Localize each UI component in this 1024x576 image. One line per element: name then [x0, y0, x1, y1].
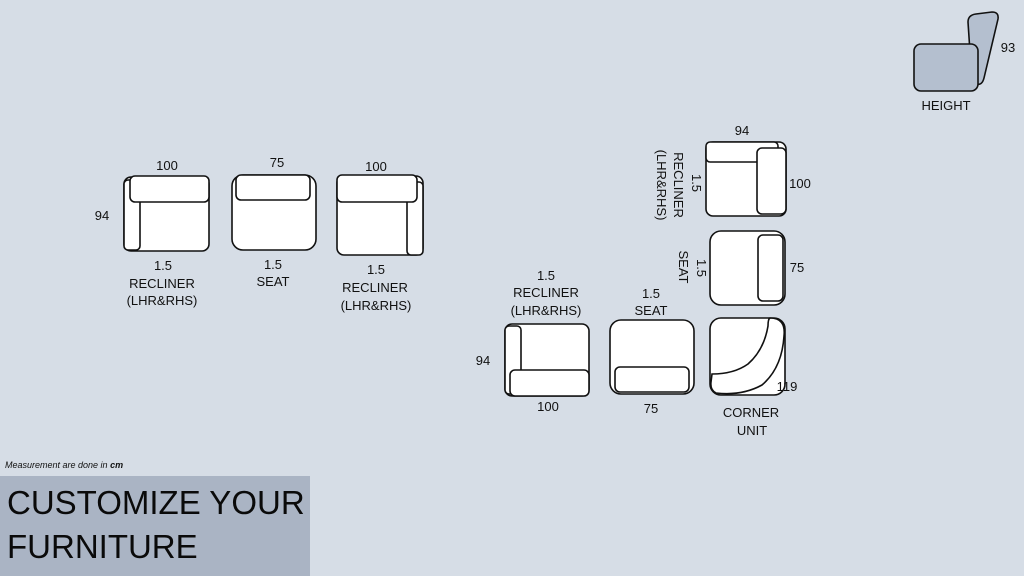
left-recliner-depth: 94	[95, 208, 109, 223]
measurement-note: Measurement are done in cm	[5, 460, 123, 470]
title-banner: CUSTOMIZE YOUR FURNITURE	[0, 476, 310, 576]
measurement-note-text: Measurement are done in	[5, 460, 111, 470]
vertical-seat-width: 75	[790, 260, 804, 275]
bottom-recliner-variant: (LHR&RHS)	[511, 303, 582, 318]
bottom-recliner-name: RECLINER	[513, 285, 579, 300]
bottom-recliner-backrest	[509, 369, 590, 397]
left-recliner-variant: (LHR&RHS)	[127, 293, 198, 308]
bottom-seat-width: 75	[644, 401, 658, 416]
top-seat-name: SEAT	[257, 274, 290, 289]
title-line-1: CUSTOMIZE YOUR	[7, 484, 305, 521]
corner-unit-width: 119	[777, 379, 798, 394]
height-label: HEIGHT	[921, 98, 970, 113]
right-recliner-name: RECLINER	[342, 280, 408, 295]
vertical-recliner[interactable]	[705, 141, 787, 217]
vertical-recliner-width: 100	[789, 176, 811, 191]
vertical-recliner-depth: 94	[735, 123, 749, 138]
vertical-seat-backrest	[757, 234, 784, 302]
right-recliner-size: 1.5	[367, 262, 385, 277]
right-recliner-width: 100	[365, 159, 387, 174]
bottom-recliner[interactable]	[504, 323, 590, 397]
bottom-seat-name: SEAT	[635, 303, 668, 318]
bottom-seat-backrest	[614, 366, 690, 393]
left-recliner-name: RECLINER	[129, 276, 195, 291]
left-recliner-backrest	[129, 175, 210, 203]
top-seat-backrest	[235, 174, 311, 201]
corner-unit[interactable]	[709, 317, 786, 396]
left-recliner-width: 100	[156, 158, 178, 173]
bottom-recliner-width: 100	[537, 399, 559, 414]
right-recliner-backrest	[336, 174, 418, 203]
vertical-seat[interactable]	[709, 230, 786, 306]
vertical-recliner-size: 1.5	[689, 174, 704, 192]
corner-unit-name: CORNER	[723, 405, 779, 420]
measurement-unit: cm	[110, 460, 124, 470]
right-recliner[interactable]	[336, 174, 424, 256]
title-line-2: FURNITURE	[7, 528, 198, 565]
left-recliner-size: 1.5	[154, 258, 172, 273]
bottom-recliner-depth: 94	[476, 353, 490, 368]
corner-unit-name-line2: UNIT	[737, 423, 767, 438]
vertical-seat-size: 1.5	[694, 259, 709, 277]
vertical-seat-name: SEAT	[676, 251, 691, 284]
top-seat[interactable]	[231, 174, 317, 251]
height-value: 93	[1001, 40, 1015, 55]
left-recliner[interactable]	[123, 175, 210, 252]
top-seat-width: 75	[270, 155, 284, 170]
right-recliner-variant: (LHR&RHS)	[341, 298, 412, 313]
bottom-recliner-size: 1.5	[537, 268, 555, 283]
vertical-recliner-backrest	[756, 147, 787, 215]
vertical-recliner-variant: (LHR&RHS)	[654, 150, 669, 221]
vertical-recliner-name: RECLINER	[671, 152, 686, 218]
height-chair-seat	[913, 43, 979, 92]
corner-unit-backrest	[710, 317, 786, 395]
bottom-seat[interactable]	[609, 319, 695, 395]
height-chair-icon	[913, 11, 999, 92]
bottom-seat-size: 1.5	[642, 286, 660, 301]
top-seat-size: 1.5	[264, 257, 282, 272]
